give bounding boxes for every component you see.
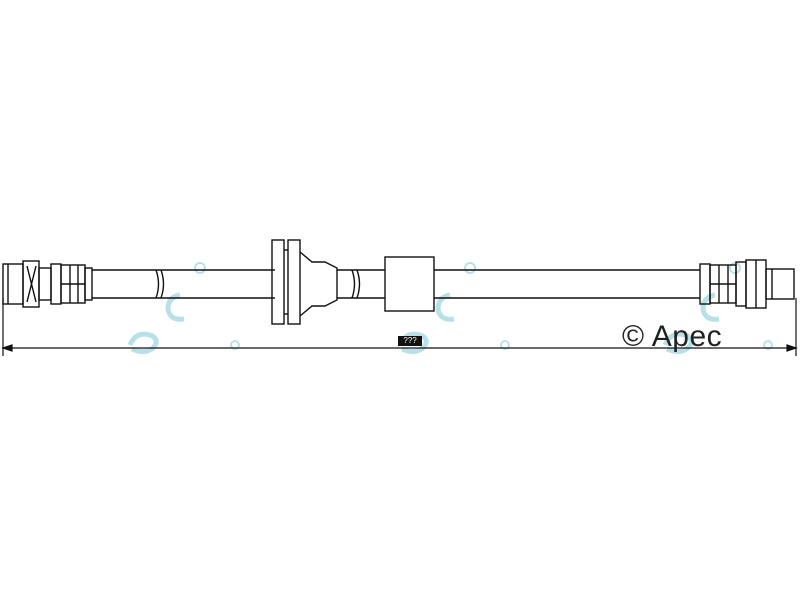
- left-end-fitting: [2, 260, 93, 308]
- apec-watermark-logo: [397, 262, 510, 355]
- mounting-bracket: [271, 239, 338, 325]
- right-end-fitting: [699, 259, 795, 309]
- hose-outline: [2, 239, 795, 325]
- copyright-watermark: © Apec: [622, 320, 723, 353]
- apec-watermark-logo: [127, 262, 240, 355]
- apec-watermark-logo: [662, 262, 773, 355]
- dimension-label: ???: [398, 336, 422, 346]
- length-dimension-line: [1, 298, 798, 356]
- middle-ferrule: [384, 256, 435, 312]
